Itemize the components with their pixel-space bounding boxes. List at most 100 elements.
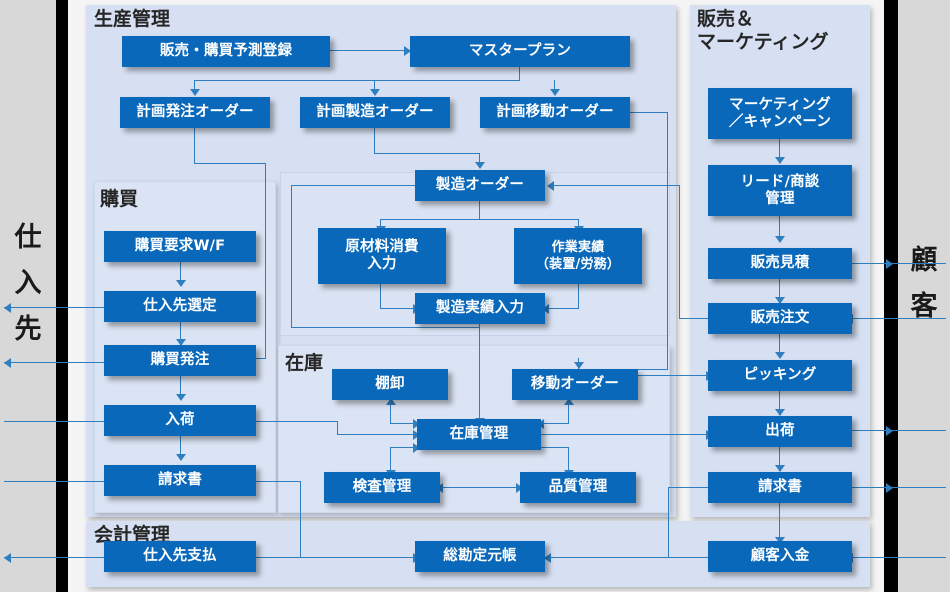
connector bbox=[779, 279, 781, 303]
arrow-head bbox=[775, 537, 785, 544]
arrow-head bbox=[550, 89, 560, 96]
actor-customer-char-1: 顧 bbox=[910, 245, 938, 276]
arrow-head bbox=[886, 483, 893, 493]
connector bbox=[548, 557, 669, 559]
node-stocktaking[interactable]: 棚卸 bbox=[332, 369, 448, 400]
node-lead-opportunity[interactable]: リード/商談 管理 bbox=[708, 165, 852, 216]
arrow-head bbox=[413, 443, 420, 453]
node-planned-transfer-order[interactable]: 計画移動オーダー bbox=[480, 97, 630, 128]
node-planned-production-order[interactable]: 計画製造オーダー bbox=[300, 97, 450, 128]
node-work-result[interactable]: 作業実績 （装置/労務） bbox=[514, 228, 642, 284]
node-purchase-invoice[interactable]: 請求書 bbox=[104, 465, 256, 496]
panel-accounting-title: 会計管理 bbox=[94, 524, 171, 546]
panel-purchasing-title: 購買 bbox=[100, 188, 139, 210]
connector bbox=[380, 219, 579, 221]
connector bbox=[374, 128, 376, 154]
connector bbox=[238, 557, 300, 559]
connector bbox=[679, 185, 681, 319]
arrow-head bbox=[775, 297, 785, 304]
connector bbox=[779, 391, 781, 415]
arrow-head bbox=[886, 426, 893, 436]
arrow-head bbox=[775, 157, 785, 164]
arrow-head bbox=[4, 358, 11, 368]
node-goods-receipt[interactable]: 入荷 bbox=[104, 405, 256, 436]
arrow-head bbox=[574, 362, 584, 369]
arrow-head bbox=[564, 398, 574, 405]
node-general-ledger[interactable]: 総勘定元帳 bbox=[415, 541, 545, 572]
node-customer-payment[interactable]: 顧客入金 bbox=[708, 541, 852, 572]
connector bbox=[551, 185, 680, 187]
connector bbox=[291, 327, 480, 329]
node-sales-order[interactable]: 販売注文 bbox=[708, 303, 852, 334]
node-production-result-input[interactable]: 製造実績入力 bbox=[415, 293, 545, 324]
node-supplier-selection[interactable]: 仕入先選定 bbox=[104, 291, 256, 322]
connector bbox=[390, 400, 392, 424]
node-supplier-payment[interactable]: 仕入先支払 bbox=[104, 541, 256, 572]
arrow-head bbox=[547, 181, 554, 191]
arrow-head bbox=[775, 236, 785, 243]
actor-supplier-char-1: 仕 bbox=[14, 222, 42, 253]
node-purchase-order[interactable]: 購買発注 bbox=[104, 345, 256, 376]
node-transfer-order[interactable]: 移動オーダー bbox=[512, 369, 638, 400]
connector bbox=[380, 283, 382, 309]
left-actor-band bbox=[0, 0, 56, 592]
connector bbox=[546, 308, 579, 310]
arrow-head bbox=[544, 553, 551, 563]
connector bbox=[291, 185, 415, 187]
node-raw-material-consumption[interactable]: 原材料消費 入力 bbox=[318, 228, 446, 284]
connector bbox=[479, 324, 481, 423]
arrow-head bbox=[775, 352, 785, 359]
connector bbox=[850, 557, 946, 559]
node-production-order[interactable]: 製造オーダー bbox=[415, 170, 545, 201]
node-shipping[interactable]: 出荷 bbox=[708, 416, 852, 447]
node-inventory-management[interactable]: 在庫管理 bbox=[417, 419, 541, 450]
node-sales-invoice[interactable]: 請求書 bbox=[708, 472, 852, 503]
node-forecast-registration[interactable]: 販売・購買予測登録 bbox=[122, 36, 330, 67]
node-inspection-management[interactable]: 検査管理 bbox=[324, 472, 440, 503]
connector bbox=[337, 421, 339, 435]
connector bbox=[479, 200, 481, 220]
connector bbox=[374, 80, 376, 90]
connector bbox=[194, 80, 196, 90]
connector bbox=[779, 503, 781, 541]
connector bbox=[180, 376, 182, 400]
right-divider bbox=[884, 0, 898, 592]
connector bbox=[578, 219, 580, 227]
connector bbox=[374, 153, 480, 155]
arrow-head bbox=[413, 419, 420, 429]
connector bbox=[578, 283, 580, 309]
node-planned-purchase-order[interactable]: 計画発注オーダー bbox=[120, 97, 270, 128]
node-quality-management[interactable]: 品質管理 bbox=[520, 472, 636, 503]
connector bbox=[4, 481, 122, 483]
node-master-plan[interactable]: マスタープラン bbox=[410, 36, 630, 67]
arrow-head bbox=[176, 394, 186, 401]
connector bbox=[541, 447, 569, 449]
connector bbox=[779, 139, 781, 163]
arrow-head bbox=[176, 454, 186, 461]
connector bbox=[640, 557, 712, 559]
arrow-head bbox=[176, 339, 186, 346]
connector bbox=[265, 163, 267, 359]
arrow-head bbox=[386, 398, 396, 405]
actor-supplier-char-3: 先 bbox=[14, 314, 42, 345]
node-picking[interactable]: ピッキング bbox=[708, 360, 852, 391]
connector bbox=[679, 318, 711, 320]
node-marketing-campaign[interactable]: マーケティング ／キャンペーン bbox=[708, 88, 852, 139]
connector bbox=[850, 263, 946, 265]
connector bbox=[390, 447, 392, 475]
arrow-head bbox=[475, 162, 485, 169]
connector bbox=[300, 481, 302, 557]
connector bbox=[779, 334, 781, 358]
connector bbox=[568, 447, 570, 475]
connector bbox=[630, 112, 668, 114]
node-sales-quotation[interactable]: 販売見積 bbox=[708, 248, 852, 279]
node-purchase-request-wf[interactable]: 購買要求W/F bbox=[104, 231, 256, 262]
connector bbox=[291, 185, 293, 328]
arrow-head bbox=[542, 304, 549, 314]
arrow-head bbox=[4, 553, 11, 563]
connector bbox=[194, 80, 520, 82]
connector bbox=[479, 153, 481, 163]
arrow-head bbox=[176, 280, 186, 287]
actor-supplier-char-2: 入 bbox=[14, 268, 42, 299]
connector bbox=[668, 487, 670, 557]
